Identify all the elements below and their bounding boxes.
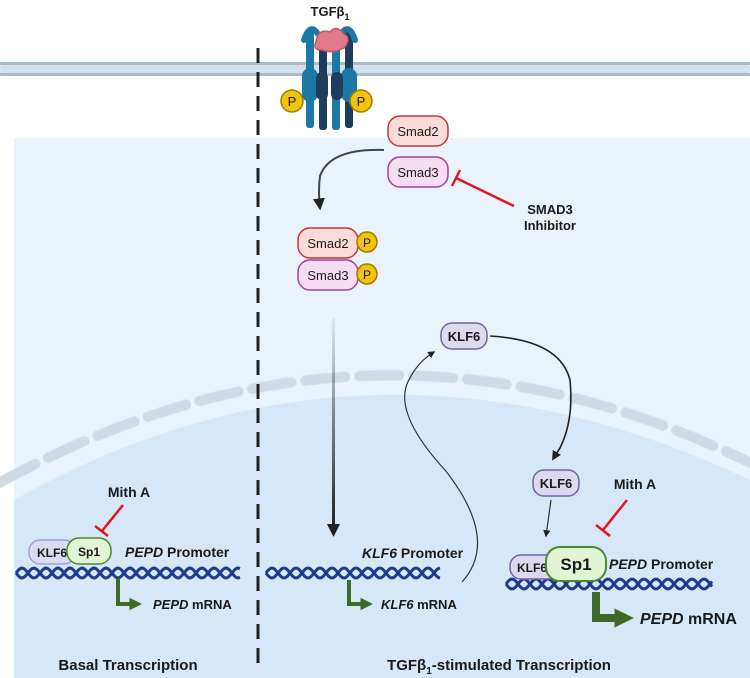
dna-strand (264, 566, 441, 580)
klf6-binding-arrow (543, 499, 552, 538)
smad3-node: Smad3 (387, 156, 449, 188)
phospho-label: P (357, 94, 366, 109)
ligand-label: TGFβ1 (311, 4, 350, 22)
nucleus (0, 369, 750, 678)
sp1-right-node: Sp1 (545, 546, 607, 582)
klf6-mrna-label: KLF6 mRNA (381, 597, 457, 612)
smad3-inhibitor-label: SMAD3 (527, 202, 573, 217)
mith-inhibition-line-right (602, 499, 628, 531)
mith-a-label-left: Mith A (108, 484, 150, 500)
smad3-inhibition-bar (450, 169, 462, 187)
dna-middle (264, 566, 441, 580)
smad3-label: Smad3 (397, 165, 438, 180)
pepd-transcription-arrow-right (592, 592, 634, 628)
klf6-label: KLF6 (540, 476, 573, 491)
pepd-mrna-label-right: PEPD mRNA (640, 611, 737, 628)
pepd-transcription-arrow-left (116, 578, 143, 611)
nuclear-translocation-arrow-shaft (332, 318, 335, 528)
receptor-phosphate-right: P (349, 89, 373, 113)
klf6-transcription-arrow (347, 580, 374, 611)
klf6-promoter-label: KLF6 Promoter (362, 545, 464, 561)
activation-arrow (312, 148, 385, 211)
smad2-label: Smad2 (397, 124, 438, 139)
klf6-cytoplasm-node: KLF6 (440, 322, 488, 350)
stimulated-transcription-label: TGFβ1-stimulated Transcription (387, 657, 611, 677)
phospho-label: P (363, 268, 371, 282)
nuclear-translocation-arrowhead (327, 524, 340, 537)
klf6-label: KLF6 (448, 329, 481, 344)
pepd-promoter-label-right: PEPD Promoter (609, 556, 714, 572)
mith-a-label-right: Mith A (614, 476, 656, 492)
klf6-nuclear-node: KLF6 (532, 469, 580, 497)
translation-arrow (404, 351, 479, 583)
tgfb-ligand (314, 27, 349, 53)
phospho-label: P (363, 236, 371, 250)
mith-inhibition-line-left (101, 504, 124, 532)
receptor-phosphate-left: P (280, 89, 304, 113)
plasma-membrane (0, 62, 750, 76)
p-smad3-label: Smad3 (307, 268, 348, 283)
dna-strand (14, 566, 241, 580)
klf6-left-node: KLF6 (28, 539, 76, 565)
sp1-label: Sp1 (560, 555, 591, 574)
dna-strand (14, 566, 241, 580)
mith-inhibition-bar-right (595, 524, 611, 537)
klf6-import-arrow (489, 335, 572, 461)
klf6-label: KLF6 (517, 561, 547, 575)
dna-strand (504, 577, 714, 591)
phospho-label: P (288, 94, 297, 109)
klf6-label: KLF6 (37, 546, 67, 560)
dna-strand (504, 577, 714, 591)
basal-transcription-label: Basal Transcription (58, 657, 197, 674)
p-smad3-node: Smad3 P (297, 259, 378, 291)
pepd-promoter-label-left: PEPD Promoter (125, 544, 230, 560)
sp1-label: Sp1 (78, 545, 100, 559)
p-smad2-node: Smad2 P (297, 227, 378, 259)
mith-inhibition-bar-left (94, 525, 109, 537)
sp1-left-node: Sp1 (66, 537, 112, 565)
smad2-node: Smad2 (387, 115, 449, 147)
dna-right (504, 577, 714, 591)
pepd-mrna-label-left: PEPD mRNA (153, 597, 232, 612)
dna-left (14, 566, 241, 580)
p-smad2-label: Smad2 (307, 236, 348, 251)
dna-strand (264, 566, 441, 580)
smad3-inhibition-line (455, 176, 515, 208)
smad3-inhibitor-label-line2: Inhibitor (524, 218, 576, 233)
